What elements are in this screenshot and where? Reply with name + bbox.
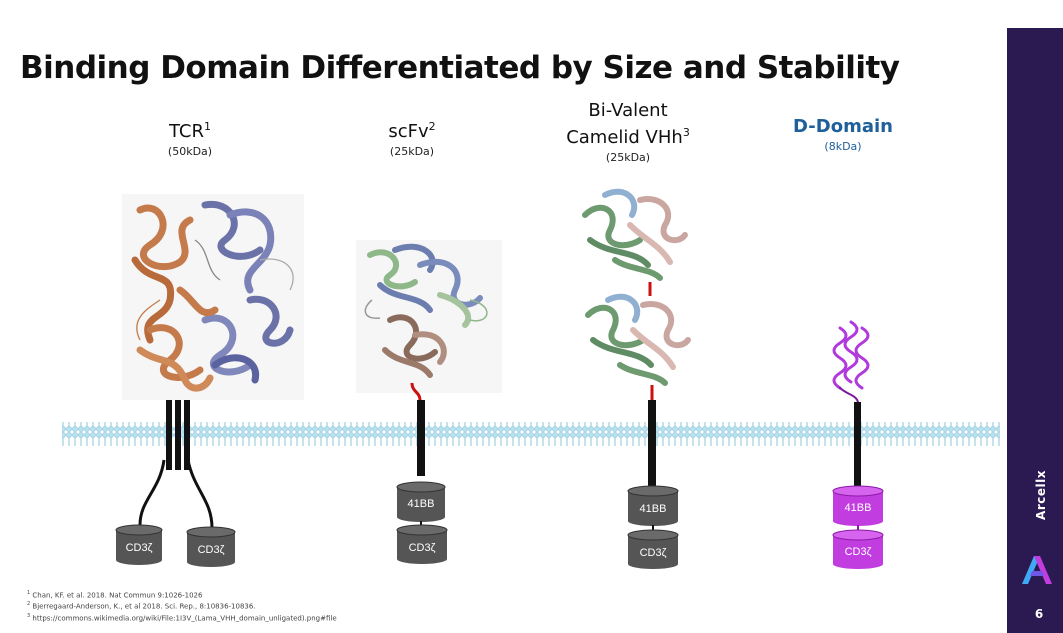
brand-name: Arcellx: [1034, 470, 1048, 520]
tcr-transmembrane: [138, 400, 214, 529]
ddomain-41bb-box: 41BB: [832, 485, 884, 526]
tcr-cd3z-left: CD3ζ: [115, 524, 163, 565]
brand-sidebar: [1007, 28, 1063, 633]
scfv-transmembrane: [417, 400, 425, 476]
reference-3: 3 https://commons.wikimedia.org/wiki/Fil…: [27, 612, 337, 622]
vhh-cd3z-box: CD3ζ: [627, 529, 679, 569]
ddomain-cd3z-label: CD3ζ: [845, 546, 872, 558]
vhh-41bb-label: 41BB: [640, 503, 667, 515]
ddomain-41bb-label: 41BB: [845, 502, 872, 514]
tcr-sup: 1: [204, 120, 212, 133]
scfv-linker: [410, 382, 422, 401]
tcr-protein-structure: [122, 194, 304, 400]
vhh-transmembrane: [648, 400, 656, 486]
reference-1: 1 Chan, KF. et al. 2018. Nat Commun 9:10…: [27, 590, 203, 600]
scfv-sup: 2: [428, 120, 436, 133]
vhh-41bb-box: 41BB: [627, 485, 679, 526]
page-number: 6: [1034, 607, 1044, 621]
ddomain-protein-structure: [832, 320, 870, 403]
page-title: Binding Domain Differentiated by Size an…: [20, 50, 900, 86]
vhh-sup: 3: [682, 126, 690, 139]
tcr-name: TCR: [168, 121, 205, 142]
vhh-size: (25kDa): [605, 151, 651, 164]
references: 1 Chan, KF. et al. 2018. Nat Commun 9:10…: [27, 589, 337, 623]
ddomain-cd3z-box: CD3ζ: [832, 529, 884, 569]
scfv-cd3z-box: CD3ζ: [396, 524, 448, 564]
tcr-cd3z-right: CD3ζ: [186, 526, 236, 567]
tcr-cd3z-left-label: CD3ζ: [126, 542, 153, 554]
tcr-cd3z-right-label: CD3ζ: [198, 544, 225, 556]
vhh-name-line2: Camelid VHh: [566, 127, 683, 148]
header-tcr: TCR1 (50kDa): [168, 116, 212, 158]
vhh-cd3z-label: CD3ζ: [640, 547, 667, 559]
vhh-name-line1: Bi-Valent: [588, 100, 668, 121]
scfv-protein-structure: [356, 240, 502, 393]
header-ddomain: D-Domain (8kDa): [793, 116, 893, 153]
arcellx-logo-icon: [1022, 556, 1052, 584]
ddomain-size: (8kDa): [824, 140, 862, 153]
ddomain-transmembrane: [854, 402, 861, 486]
reference-2: 2 Bjerregaard-Anderson, K., et al 2018. …: [27, 601, 256, 611]
ddomain-name: D-Domain: [793, 116, 893, 137]
vhh-protein-structure: [582, 188, 691, 386]
scfv-name: scFv: [388, 121, 429, 142]
scfv-41bb-box: 41BB: [396, 481, 446, 522]
scfv-size: (25kDa): [389, 145, 435, 158]
scfv-41bb-label: 41BB: [408, 498, 435, 510]
header-scfv: scFv2 (25kDa): [388, 116, 435, 158]
scfv-cd3z-label: CD3ζ: [409, 542, 436, 554]
cell-membrane: [62, 422, 1000, 446]
tcr-size: (50kDa): [167, 145, 213, 158]
header-vhh: Bi-Valent Camelid VHh3 (25kDa): [566, 100, 690, 164]
